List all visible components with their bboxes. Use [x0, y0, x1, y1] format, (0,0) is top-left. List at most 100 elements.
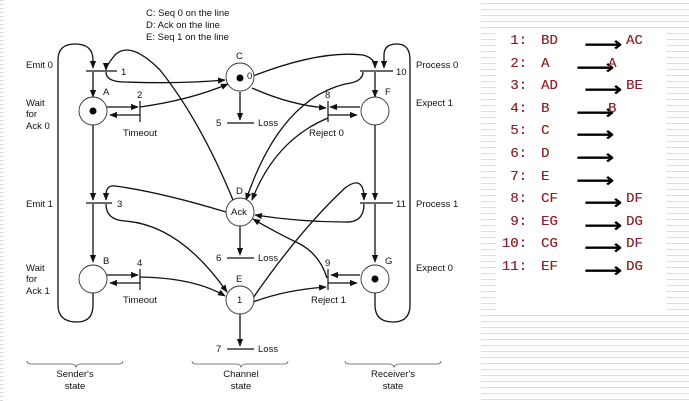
place-d [225, 197, 255, 227]
right-arrow-icon: ⟶ [584, 212, 623, 237]
arc-t10-to-d [245, 71, 364, 201]
right-arrow-icon: ⟶ [576, 99, 615, 124]
rule-output-places: AC [626, 33, 643, 49]
arc-c-to-t8 [251, 87, 327, 111]
rule-input-places: EF [541, 259, 558, 275]
rule-output-places: DF [626, 236, 643, 253]
place-f-label: F [385, 87, 391, 98]
reject-0-label: Reject 0 [309, 128, 344, 139]
right-arrow-icon: ⟶ [584, 190, 623, 215]
arc-t2-to-c [139, 83, 229, 108]
right-arrow-icon: ⟶ [584, 32, 623, 56]
timeout-a-label: Timeout [123, 128, 157, 139]
arc-t9-to-d [252, 218, 328, 279]
token-a [89, 107, 97, 115]
place-e-label: E [236, 274, 242, 285]
transition-4-num: 4 [137, 258, 142, 269]
rule-row: 3:AD⟶BE [496, 77, 666, 101]
transition-5-num: 5 [216, 118, 221, 129]
rule-input-places: AD [541, 78, 558, 95]
place-a-label: A [103, 87, 110, 98]
token-c [236, 74, 244, 82]
legend-line-e: E: Seq 1 on the line [146, 32, 229, 43]
rule-row: 2:A⟶A [496, 54, 666, 79]
rule-number: 1: [510, 33, 527, 49]
rule-row: 6:D⟶ [496, 145, 666, 169]
arc-t11-to-d [254, 203, 365, 223]
rule-row: 10: CG ⟶DF [496, 235, 666, 260]
rule-output-places: A [608, 55, 617, 72]
emit-0-label: Emit 0 [26, 60, 53, 71]
sender-state-line2: state [65, 381, 86, 392]
channel-brace [191, 360, 289, 369]
timeout-b-label: Timeout [123, 295, 157, 306]
rule-input-places: B [541, 100, 550, 117]
place-b-label: B [103, 256, 109, 267]
transition-2-num: 2 [137, 90, 142, 101]
transition-8-num: 8 [325, 90, 330, 101]
arc-e-to-t11 [252, 182, 368, 299]
wait-ack1-line2: for [26, 274, 37, 285]
rule-number: 4: [510, 100, 527, 117]
arc-d-to-t3 [102, 185, 227, 213]
wait-ack1-line3: Ack 1 [26, 286, 50, 297]
channel-state-line2: state [231, 381, 252, 392]
transition-11-num: 11 [396, 199, 406, 210]
loss-7-label: Loss [258, 344, 278, 355]
rule-input-places: E [541, 168, 550, 185]
wait-ack0-line2: for [26, 109, 37, 120]
rule-number: 10: [501, 236, 527, 253]
place-c-label: C [236, 51, 243, 62]
rule-row: 1: BD ⟶AC [496, 32, 666, 56]
rule-number: 8: [510, 191, 527, 208]
arc-d-to-t1 [102, 49, 234, 201]
emit-1-label: Emit 1 [26, 199, 53, 210]
rule-output-places: B [608, 100, 617, 117]
rule-number: 9: [510, 213, 527, 230]
process-0-label: Process 0 [416, 60, 458, 71]
place-b [78, 264, 108, 294]
arc-g-to-t10 [374, 43, 411, 323]
place-d-text: Ack [231, 207, 247, 218]
rule-number: 7: [510, 168, 527, 185]
rule-output-places: DG [626, 259, 643, 275]
rule-row: 7:E⟶ [496, 168, 666, 192]
rule-output-places: DF [626, 191, 643, 208]
transition-9-num: 9 [325, 258, 330, 269]
rule-number: 2: [510, 55, 527, 72]
rule-input-places: C [541, 123, 550, 140]
rule-input-places: CF [541, 191, 558, 208]
arc-t3-to-e [105, 203, 228, 293]
rule-input-places: A [541, 55, 550, 72]
place-e-text: 1 [237, 295, 242, 306]
place-e [225, 285, 255, 315]
sender-brace [26, 360, 124, 369]
rule-output-places: BE [626, 78, 643, 95]
loss-5-label: Loss [258, 118, 278, 129]
wait-ack1-line1: Wait [26, 263, 45, 274]
right-arrow-icon: ⟶ [584, 235, 623, 260]
expect-0-label: Expect 0 [416, 263, 453, 274]
rule-number: 11: [501, 259, 527, 275]
place-c-text: 0 [247, 71, 252, 82]
reject-1-label: Reject 1 [311, 295, 346, 306]
rule-row: 11:EF⟶DG [496, 258, 666, 282]
arc-t1-to-c [105, 71, 226, 84]
place-g-label: G [385, 256, 392, 267]
right-arrow-icon: ⟶ [576, 54, 615, 79]
rule-input-places: BD [541, 33, 558, 49]
rule-input-places: CG [541, 236, 558, 253]
place-f [360, 96, 390, 126]
rule-output-places: DG [626, 213, 643, 230]
right-arrow-icon: ⟶ [576, 122, 615, 147]
process-1-label: Process 1 [416, 199, 458, 210]
transition-3-num: 3 [117, 199, 122, 210]
right-arrow-icon: ⟶ [576, 145, 615, 169]
rule-input-places: D [541, 146, 550, 162]
expect-1-label: Expect 1 [416, 98, 453, 109]
transition-7-num: 7 [216, 344, 221, 355]
arc-t8-to-d [251, 117, 329, 201]
token-g [371, 275, 379, 283]
